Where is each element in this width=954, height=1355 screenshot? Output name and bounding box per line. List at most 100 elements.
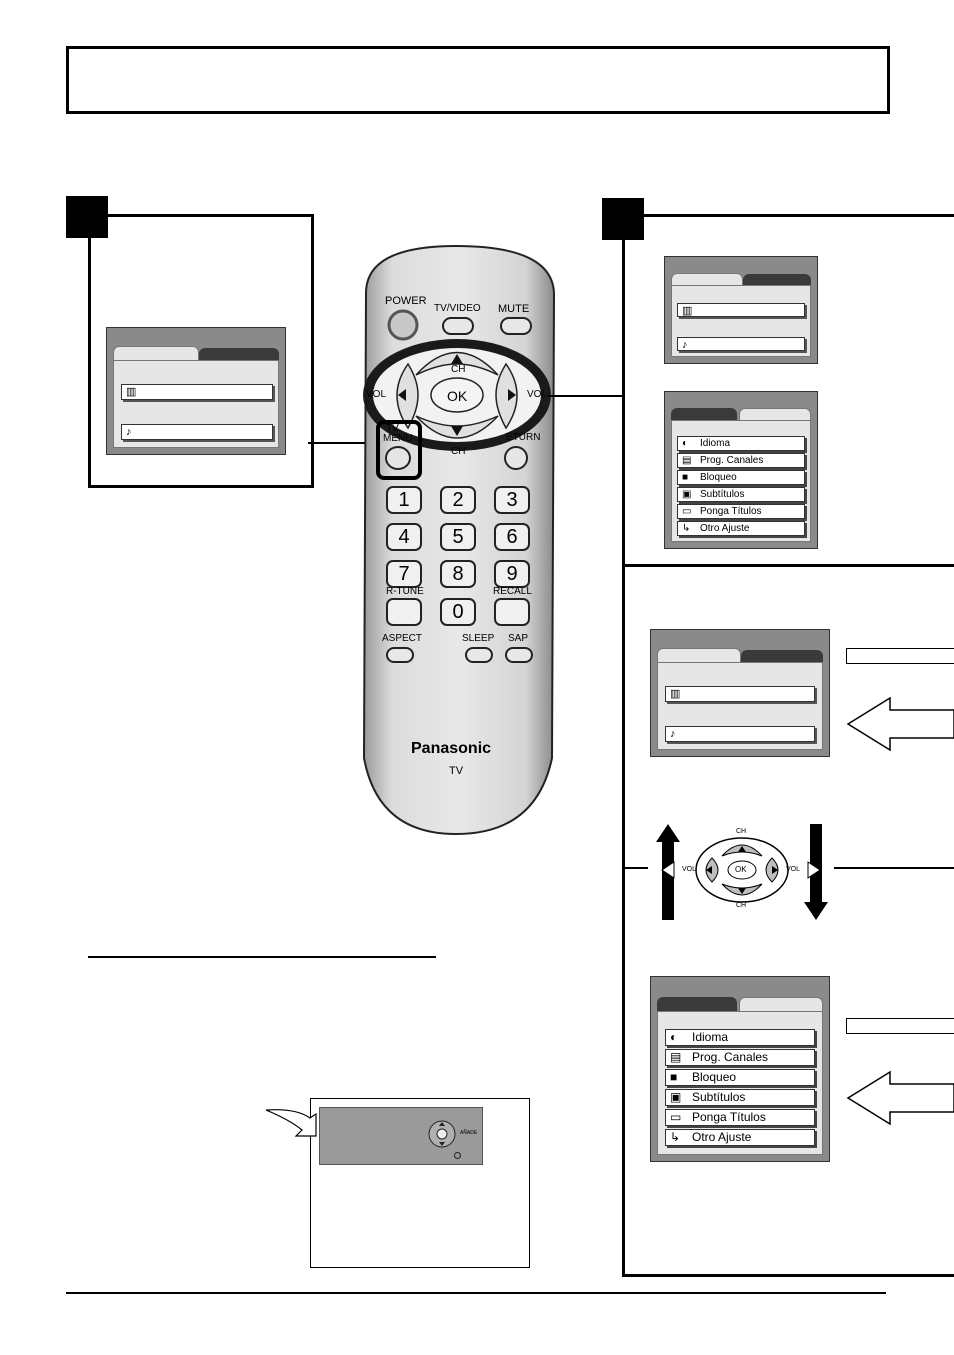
otro-ajuste-icon: ↳: [682, 523, 691, 534]
menu-item-label: Ponga Títulos: [700, 506, 762, 517]
return-label: ETURN: [506, 432, 541, 443]
power-label: POWER: [385, 295, 427, 307]
footer-rule: [66, 1292, 886, 1294]
menu-item-idioma[interactable]: ◐ Idioma: [677, 436, 805, 451]
bloqueo-icon: ■: [670, 1070, 678, 1084]
menu-label: MENU: [383, 433, 413, 444]
menu-item-otro-ajuste[interactable]: ↳Otro Ajuste: [677, 521, 805, 536]
prog-canales-icon: ▤: [670, 1050, 682, 1064]
ok-button[interactable]: OK: [447, 388, 468, 404]
menu-tab-inactive: [199, 348, 279, 362]
connector-line-vol: [548, 395, 624, 397]
step3-settings-menu: ◐Idioma ▤ Prog. Canales ■ Bloqueo ▣ Subtítu…: [650, 976, 830, 1162]
recall-label: RECALL: [493, 586, 532, 597]
menu-item-label: Otro Ajuste: [692, 1130, 752, 1144]
subtitulos-icon: ▣: [670, 1090, 682, 1104]
tv-menu-button[interactable]: [385, 446, 411, 470]
nav-ok-label: OK: [735, 865, 747, 874]
vol-right-label: VOL: [527, 389, 548, 400]
nav-pad-diagram: [656, 824, 828, 920]
rtune-label: R-TUNE: [386, 586, 424, 597]
note-heading-rule: [88, 956, 436, 958]
ch-down-label: CH: [451, 446, 466, 457]
step2-picture-audio-menu: ▥ ♪: [664, 256, 818, 364]
num-2-button[interactable]: 2: [440, 486, 476, 514]
menu-item-ponga-titulos[interactable]: ▭Ponga Títulos: [665, 1109, 815, 1126]
audio-icon: ♪: [670, 728, 676, 740]
menu-tab-active: [739, 408, 811, 421]
anade-label: AÑADE: [460, 1130, 478, 1136]
menu-item-idioma[interactable]: ◐Idioma: [665, 1029, 815, 1046]
aspect-button[interactable]: [386, 647, 414, 663]
menu-item-label: Prog. Canales: [700, 455, 764, 466]
num-9-button[interactable]: 9: [494, 560, 530, 588]
step-2-mid-rule: [622, 564, 954, 567]
rtune-button[interactable]: [386, 598, 422, 626]
ponga-titulos-icon: ▭: [682, 506, 692, 517]
num-7-button[interactable]: 7: [386, 560, 422, 588]
picture-bar: ▥: [677, 303, 805, 317]
ponga-titulos-icon: ▭: [670, 1110, 682, 1124]
page-title-box: [66, 46, 890, 114]
otro-ajuste-icon: ↳: [670, 1130, 681, 1144]
menu-item-label: Prog. Canales: [692, 1050, 769, 1064]
menu-tab-active: [113, 346, 199, 361]
audio-bar: ♪: [121, 424, 273, 440]
mute-button[interactable]: [500, 317, 532, 335]
recall-button[interactable]: [494, 598, 530, 626]
step2-settings-menu: ◐ Idioma ▤Prog. Canales ■Bloqueo ▣Subtítu…: [664, 391, 818, 549]
tv-menu-highlight: [376, 420, 422, 480]
menu-item-label: Subtítulos: [692, 1090, 746, 1104]
menu-item-prog-canales[interactable]: ▤Prog. Canales: [677, 453, 805, 468]
num-8-button[interactable]: 8: [440, 560, 476, 588]
indicator-dot: [454, 1152, 461, 1159]
tv-video-button[interactable]: [442, 317, 474, 335]
step-2-badge: [602, 198, 644, 240]
tv-video-label: TV/VIDEO: [434, 303, 481, 314]
audio-icon: ♪: [126, 426, 132, 438]
menu-tab-inactive: [671, 408, 737, 420]
nav-line-right: [834, 867, 954, 869]
idioma-icon: ◐: [670, 1030, 678, 1044]
sap-label: SAP: [508, 633, 529, 644]
menu-item-bloqueo[interactable]: ■Bloqueo: [677, 470, 805, 485]
num-0-button[interactable]: 0: [440, 598, 476, 626]
nav-ch-down-label: CH: [736, 902, 747, 909]
step-2-bottom-rule: [622, 1274, 954, 1277]
nav-pad-icon: [428, 1120, 456, 1148]
num-5-button[interactable]: 5: [440, 523, 476, 551]
menu-item-label: Bloqueo: [692, 1070, 737, 1084]
vol-left-label: VOL: [366, 389, 387, 400]
brand-sub: TV: [449, 765, 464, 777]
picture-icon: ▥: [682, 305, 693, 317]
sap-button[interactable]: [505, 647, 533, 663]
num-6-button[interactable]: 6: [494, 523, 530, 551]
step-2-top-rule: [644, 214, 954, 217]
step1-picture-audio-menu: ▥ ♪: [106, 327, 286, 455]
mute-label: MUTE: [498, 303, 530, 315]
step-1-frame: [88, 214, 314, 488]
callout-box-2: [846, 1018, 954, 1034]
menu-tab-active: [671, 273, 743, 286]
idioma-icon: ◐: [682, 438, 689, 449]
picture-bar: ▥: [665, 686, 815, 702]
menu-item-subtitulos[interactable]: ▣Subtítulos: [677, 487, 805, 502]
num-4-button[interactable]: 4: [386, 523, 422, 551]
callout-box-1: [846, 648, 954, 664]
menu-tab-active: [657, 648, 741, 663]
audio-bar: ♪: [665, 726, 815, 742]
menu-item-label: Idioma: [700, 438, 731, 449]
menu-item-prog-canales[interactable]: ▤ Prog. Canales: [665, 1049, 815, 1066]
sleep-button[interactable]: [465, 647, 493, 663]
menu-tab-inactive: [657, 997, 737, 1011]
connector-line-menu: [308, 442, 380, 444]
menu-tab-inactive: [741, 650, 823, 664]
num-3-button[interactable]: 3: [494, 486, 530, 514]
menu-item-ponga-titulos[interactable]: ▭ Ponga Títulos: [677, 504, 805, 519]
menu-item-otro-ajuste[interactable]: ↳ Otro Ajuste: [665, 1129, 815, 1146]
picture-icon: ▥: [670, 688, 681, 700]
menu-item-bloqueo[interactable]: ■ Bloqueo: [665, 1069, 815, 1086]
nav-line-left: [624, 867, 648, 869]
menu-item-subtitulos[interactable]: ▣ Subtítulos: [665, 1089, 815, 1106]
num-1-button[interactable]: 1: [386, 486, 422, 514]
